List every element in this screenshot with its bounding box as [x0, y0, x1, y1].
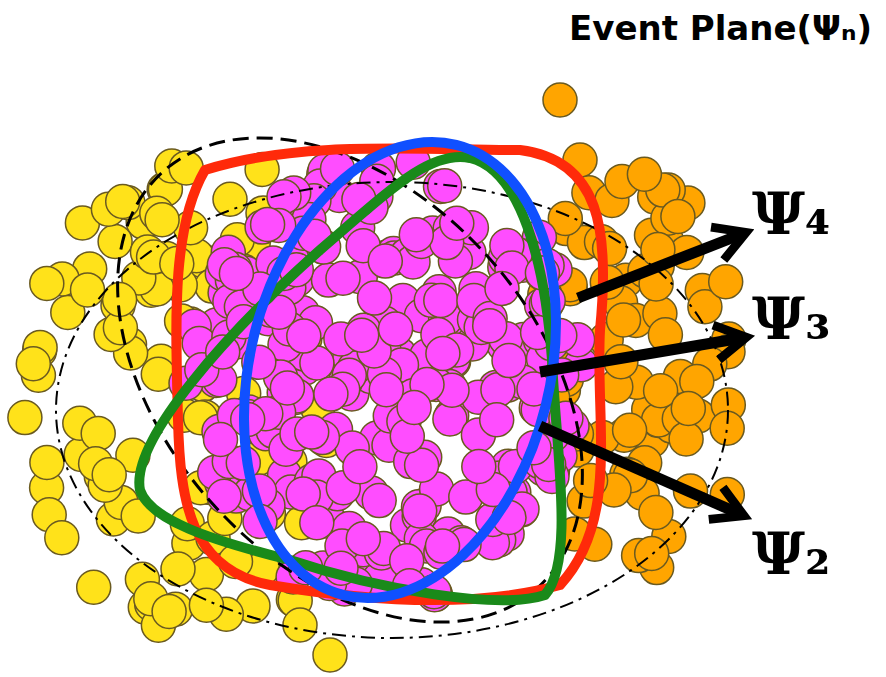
nucleon [492, 344, 526, 378]
nucleon [251, 207, 285, 241]
nucleon [314, 377, 348, 411]
nucleon [362, 484, 396, 518]
nucleus-outline [56, 182, 728, 638]
nucleon [71, 273, 105, 307]
nucleon [440, 206, 474, 240]
nucleon [462, 450, 496, 484]
nucleon [345, 318, 379, 352]
nucleon [8, 401, 42, 435]
nucleon [399, 218, 433, 252]
triangular-shape [139, 157, 561, 600]
nucleon [671, 391, 705, 425]
nucleon [613, 413, 647, 447]
nucleon [346, 522, 380, 556]
nucleon [313, 638, 347, 672]
nucleon [326, 261, 360, 295]
nucleon [343, 450, 377, 484]
nucleon [368, 244, 402, 278]
nucleon [661, 199, 695, 233]
nucleon [98, 225, 132, 259]
nucleon [81, 416, 115, 450]
nucleon [669, 422, 703, 456]
nucleon [639, 496, 673, 530]
nucleon [480, 403, 514, 437]
nucleon [287, 319, 321, 353]
nucleon [152, 594, 186, 628]
nucleon [627, 157, 661, 191]
nucleon [219, 257, 253, 291]
nucleon [358, 281, 392, 315]
nucleon [379, 312, 413, 346]
nucleon [45, 521, 79, 555]
event-plane-label: Ψ₄ [752, 180, 830, 248]
nucleon [709, 265, 743, 299]
nucleon [635, 536, 669, 570]
nucleon [607, 303, 641, 337]
event-plane-label: Ψ₂ [752, 520, 830, 588]
nucleon [161, 552, 195, 586]
nucleon [426, 337, 460, 371]
plane-arrow [578, 234, 742, 298]
nucleon [77, 570, 111, 604]
nucleon [473, 309, 507, 343]
nucleon [270, 371, 304, 405]
nucleon [213, 182, 247, 216]
nucleon [295, 415, 329, 449]
diagram-title: Event Plane(Ψₙ) [569, 8, 872, 48]
nucleon [145, 203, 179, 237]
nucleon [207, 479, 241, 513]
plane-arrow [540, 426, 740, 514]
nucleon [300, 506, 334, 540]
nucleon [106, 185, 140, 219]
nucleon [92, 458, 126, 492]
event-plane-label: Ψ₃ [752, 285, 830, 353]
nucleon [485, 271, 519, 305]
nucleon [16, 347, 50, 381]
nucleon [543, 83, 577, 117]
nucleon [369, 373, 403, 407]
nucleon [30, 445, 64, 479]
nucleon [403, 494, 437, 528]
nucleon [424, 284, 458, 318]
plane-arrow [540, 338, 742, 372]
nucleon [283, 608, 317, 642]
nucleon [30, 266, 64, 300]
nucleons [8, 83, 746, 672]
